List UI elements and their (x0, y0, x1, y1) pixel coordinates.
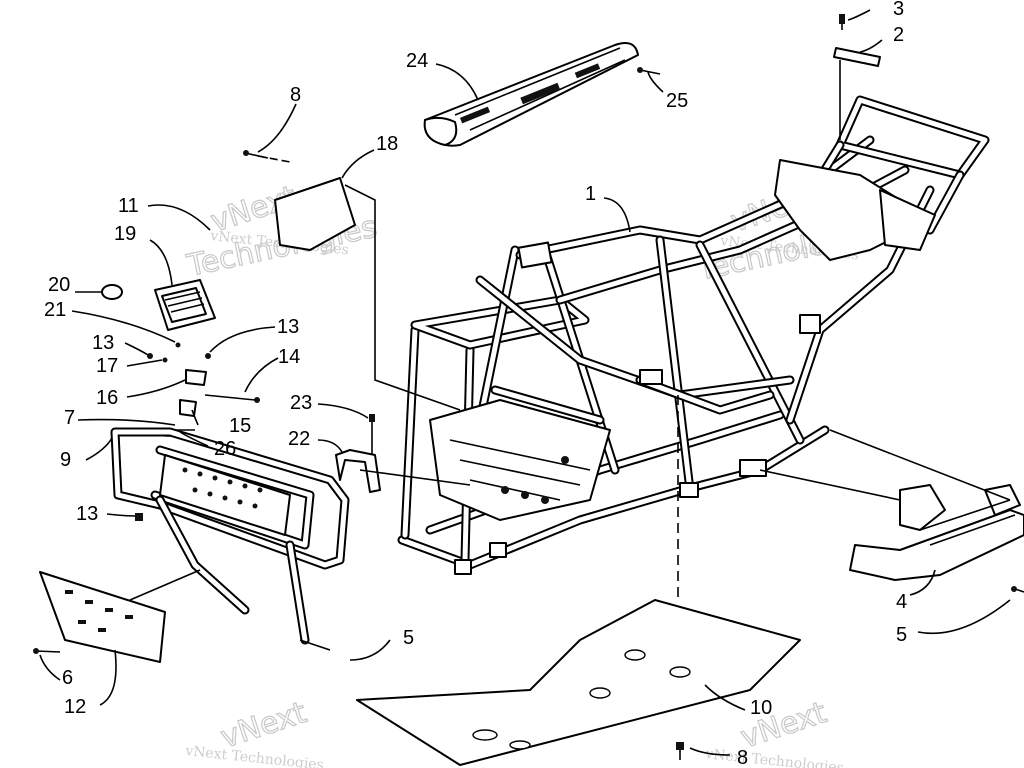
callout-2: 2 (893, 24, 904, 46)
callout-21: 21 (44, 299, 66, 321)
callout-17: 17 (96, 355, 118, 377)
watermark-text: vNext (217, 695, 311, 755)
bracket (833, 14, 881, 140)
callout-3: 3 (893, 0, 904, 20)
callout-8: 8 (737, 747, 748, 768)
side-panel (243, 150, 461, 411)
callout-19: 19 (114, 223, 136, 245)
callout-9: 9 (60, 449, 71, 471)
callout-15: 15 (229, 415, 251, 437)
callout-11: 11 (118, 195, 139, 217)
callout-6: 6 (62, 667, 73, 689)
callout-13: 13 (92, 332, 114, 354)
leader-lines (39, 9, 1011, 756)
leader-line (759, 469, 901, 501)
callout-16: 16 (96, 387, 118, 409)
callout-23: 23 (290, 392, 312, 414)
footrest (829, 429, 1024, 593)
front-bumper (110, 427, 350, 651)
callout-18: 18 (376, 133, 398, 155)
callout-labels: 1 2 3 4 5 5 6 7 8 8 9 10 11 12 13 13 13 … (44, 0, 907, 768)
callout-1: 1 (585, 183, 596, 205)
callout-12: 12 (64, 696, 86, 718)
skid-plate (356, 395, 801, 766)
watermark-text: vNext Technologies (704, 746, 845, 768)
callout-26: 26 (214, 438, 236, 460)
callout-22: 22 (288, 428, 310, 450)
screw (637, 67, 661, 75)
heat-shield (423, 42, 639, 147)
callout-20: 20 (48, 274, 70, 296)
skid-plate-front (33, 569, 201, 663)
callout-13: 13 (277, 316, 299, 338)
callout-10: 10 (750, 697, 772, 719)
callout-14: 14 (278, 346, 300, 368)
mount-bracket (335, 414, 471, 493)
headlight (101, 279, 216, 348)
callout-7: 7 (64, 407, 75, 429)
callout-8: 8 (290, 84, 301, 106)
callout-5: 5 (896, 624, 907, 646)
callout-24: 24 (406, 50, 428, 72)
callout-25: 25 (666, 90, 688, 112)
callout-5: 5 (403, 627, 414, 649)
callout-13: 13 (76, 503, 98, 525)
main-frame (397, 95, 990, 575)
callout-4: 4 (896, 591, 907, 613)
